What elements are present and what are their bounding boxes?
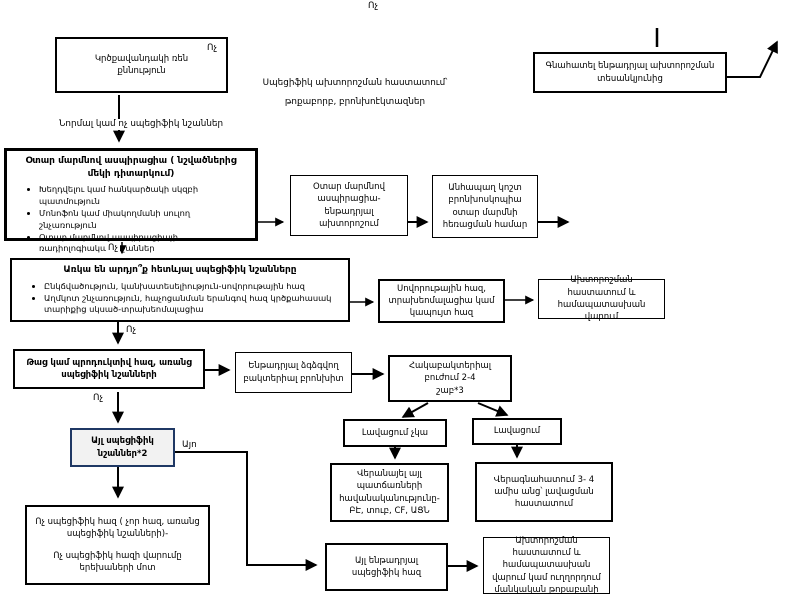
specific-signs-title: Առկա են արդյո՞ք հետևյալ սպեցիֆիկ նշաններ…: [63, 265, 297, 275]
antibiotics-line1: Հակաբակտերիալ բուժում 2-4: [408, 361, 492, 384]
foreign-body-title: Օտար մարմնով ասպիրացիա ( նշվածներից մեկի…: [25, 156, 237, 179]
pbb-text: Ենթադրյալ ձգձգվող բակտերիալ բրոնխիտ: [243, 361, 344, 384]
assess-text: Գնահատել ենթադրյալ ախտորոշման տեսանկյուն…: [545, 61, 715, 84]
foreign-body-bullet-list: Խեղդվելու կամ հանկարծակի սկզբի պատմությո…: [15, 184, 247, 256]
note-line-1: Սպեցիֆիկ ախտորոշման հաստատում՝: [262, 78, 448, 88]
no-improvement-text: Լավացում չկա: [361, 427, 429, 438]
node-bronchoscopy: Անհապաղ կոշտ բրոնխոսկոպիա օտար մարմնի հե…: [432, 175, 538, 238]
specific-signs-bullet: Աղմկոտ շնչառություն, հաչոցանման երանգով …: [44, 293, 340, 316]
node-confirm-manage: Ախտորոշման հաստատում և համապատասխան վարո…: [538, 275, 665, 322]
node-chest-xray: Ոչ Կրծքավանդակի ռեն քննություն: [55, 37, 228, 93]
foreign-body-bullet: Օտար մարմնով ասպիրացիայի ռադիոլոգիական ն…: [39, 232, 247, 255]
label-normal-signs: Նորմալ կամ ոչ սպեցիֆիկ նշաններ: [57, 119, 226, 130]
antibiotics-line2: շաբ*3: [436, 385, 464, 396]
node-nonspecific-cough: Ոչ սպեցիֆիկ հազ ( չոր հազ, առանց սպեցիֆի…: [25, 505, 210, 585]
node-foreign-body-aspiration: Օտար մարմնով ասպիրացիա ( նշվածներից մեկի…: [4, 148, 258, 253]
node-confirm-refer: Ախտորոշման հաստատում և համապատասխան վարո…: [483, 535, 610, 595]
note-line-2: թոքաբորբ, բրոնխոէկտազներ: [284, 97, 426, 108]
nonspecific-cough-line1: Ոչ սպեցիֆիկ հազ ( չոր հազ, առանց սպեցիֆի…: [35, 516, 200, 540]
other-specific-signs-text: Այլ սպեցիֆիկ նշաններ*2: [91, 436, 154, 459]
review-causes-text: Վերանայել այլ պատճառների հավանականությու…: [339, 468, 440, 516]
confirm-manage-text: Ախտորոշման հաստատում և համապատասխան վարո…: [557, 275, 646, 323]
node-reassess: Վերագնահատում 3- 4 ամիս անց՝ լավացման հա…: [475, 462, 613, 522]
label-no-2: Ոչ: [124, 325, 138, 336]
foreign-body-bullet: Խեղդվելու կամ հանկարծակի սկզբի պատմությո…: [39, 184, 247, 207]
confirm-refer-text: Ախտորոշման հաստատում և համապատասխան վարո…: [492, 535, 601, 595]
node-specific-signs-question: Առկա են արդյո՞ք հետևյալ սպեցիֆիկ նշաններ…: [10, 258, 350, 322]
node-no-improvement: Լավացում չկա: [343, 419, 447, 447]
label-no-3: Ոչ: [91, 393, 105, 404]
label-chest-corner-no: Ոչ: [207, 43, 217, 53]
fb-suspected-text: Օտար մարմնով ասպիրացիա- ենթադրյալ ախտորո…: [313, 181, 385, 229]
label-yes-1: Այո: [180, 440, 199, 451]
node-pbb: Ենթադրյալ ձգձգվող բակտերիալ բրոնխիտ: [235, 352, 352, 393]
node-other-specific-signs: Այլ սպեցիֆիկ նշաններ*2: [70, 428, 175, 467]
habit-cough-text: Սովորութային հազ, տրախեոմալացիա կամ կապո…: [388, 283, 495, 319]
specific-signs-bullet-list: Ընկճվածություն, կանխատեսելիություն-սովոր…: [20, 281, 340, 317]
label-no-1: Ոչ: [106, 243, 120, 254]
bronchoscopy-text: Անհապաղ կոշտ բրոնխոսկոպիա օտար մարմնի հե…: [442, 182, 528, 230]
label-top-no: Ոչ: [366, 1, 380, 12]
nonspecific-cough-line2: Ոչ սպեցիֆիկ հազի վարումը երեխաների մոտ: [53, 550, 182, 573]
wet-cough-text: Թաց կամ պրոդուկտիվ հազ, առանց սպեցիֆիկ ն…: [26, 357, 192, 380]
chest-xray-line2: քննություն: [117, 66, 166, 76]
node-review-causes: Վերանայել այլ պատճառների հավանականությու…: [330, 463, 449, 522]
other-presumed-text: Այլ ենթադրյալ սպեցիֆիկ հազ: [351, 555, 422, 578]
node-habit-cough: Սովորութային հազ, տրախեոմալացիա կամ կապո…: [378, 279, 505, 323]
improvement-text: Լավացում: [493, 426, 541, 437]
reassess-text: Վերագնահատում 3- 4 ամիս անց՝ լավացման հա…: [493, 474, 595, 510]
chest-xray-line1: Կրծքավանդակի ռեն: [94, 53, 189, 64]
node-improvement: Լավացում: [472, 418, 562, 445]
node-antibiotic-treatment: Հակաբակտերիալ բուժում 2-4 շաբ*3: [388, 355, 512, 402]
node-assess-diagnosis: Գնահատել ենթադրյալ ախտորոշման տեսանկյուն…: [533, 52, 727, 93]
foreign-body-bullet: Մոնոֆոն կամ միակողմանի սուլող շնչառությո…: [39, 208, 247, 231]
node-other-presumed-cough: Այլ ենթադրյալ սպեցիֆիկ հազ: [325, 543, 448, 591]
specific-signs-bullet: Ընկճվածություն, կանխատեսելիություն-սովոր…: [44, 281, 340, 292]
note-specific-diagnosis: Սպեցիֆիկ ախտորոշման հաստատում՝ թոքաբորբ,…: [235, 78, 475, 109]
node-fb-suspected: Օտար մարմնով ասպիրացիա- ենթադրյալ ախտորո…: [290, 175, 408, 236]
node-wet-cough: Թաց կամ պրոդուկտիվ հազ, առանց սպեցիֆիկ ն…: [13, 349, 205, 389]
